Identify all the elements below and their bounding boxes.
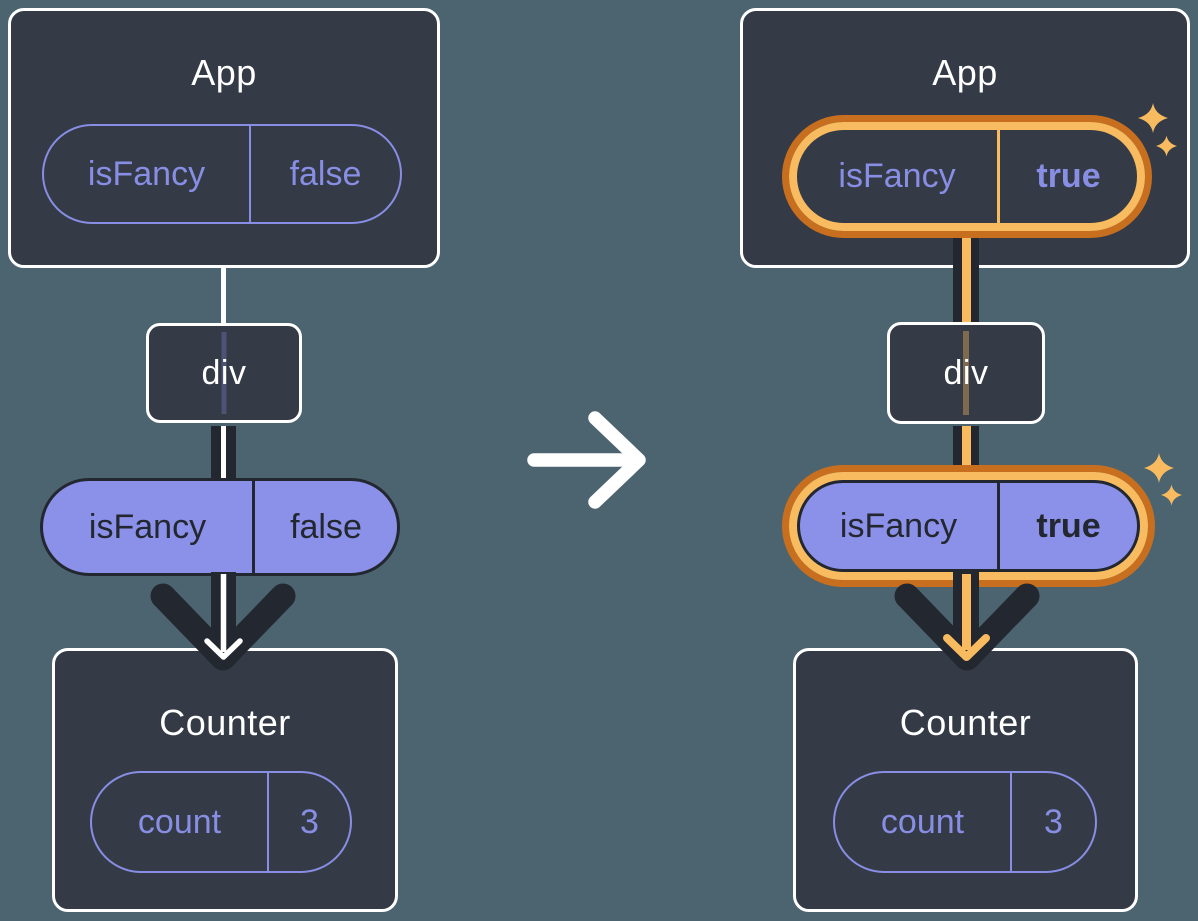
prop-key: isFancy [839,506,958,545]
state-value: true [997,130,1137,223]
prop-key: isFancy [88,507,207,546]
left-div-card: div [146,323,302,423]
state-value: false [249,126,400,222]
right-counter-state-pill: count 3 [833,771,1097,873]
right-div-card: div [887,322,1045,424]
prop-value: false [252,481,397,573]
state-key: count [137,802,222,841]
right-app-title: App [932,52,998,93]
state-value: 3 [267,773,350,871]
left-connector-app-div [220,265,226,327]
left-app-state-pill: isFancy false [42,124,402,224]
sparkle-icon [1156,135,1177,157]
right-counter-card [793,648,1138,912]
left-prop-pill: isFancy false [40,478,400,576]
state-key: isFancy [838,157,956,195]
left-counter-title: Counter [159,702,291,743]
right-prop-pill-highlight: isFancy true [782,465,1155,587]
left-shaft-upper-core [220,426,226,482]
left-counter-card [52,648,398,912]
sparkle-icon [1144,453,1174,483]
sparkle-icon [1161,484,1182,506]
right-app-state-pill-highlight: isFancy true [782,115,1152,238]
state-key: count [880,802,965,841]
left-div-through-line [221,332,227,414]
right-div-through-line [963,331,969,415]
sparkle-icon [1138,103,1168,133]
right-div-label: div [943,353,989,392]
left-app-title: App [191,52,257,93]
state-value: 3 [1010,773,1095,871]
right-shaft-mid-core [962,426,971,470]
state-key: isFancy [87,154,206,193]
right-counter-title: Counter [899,702,1032,743]
arrow-right-icon [527,411,646,509]
left-div-label: div [201,353,247,392]
left-counter-state-pill: count 3 [90,771,352,873]
right-shaft-top-core [962,234,971,328]
right-arrow-down-icon [894,572,1040,671]
left-arrow-down-icon [150,572,296,671]
prop-value: true [997,483,1137,569]
